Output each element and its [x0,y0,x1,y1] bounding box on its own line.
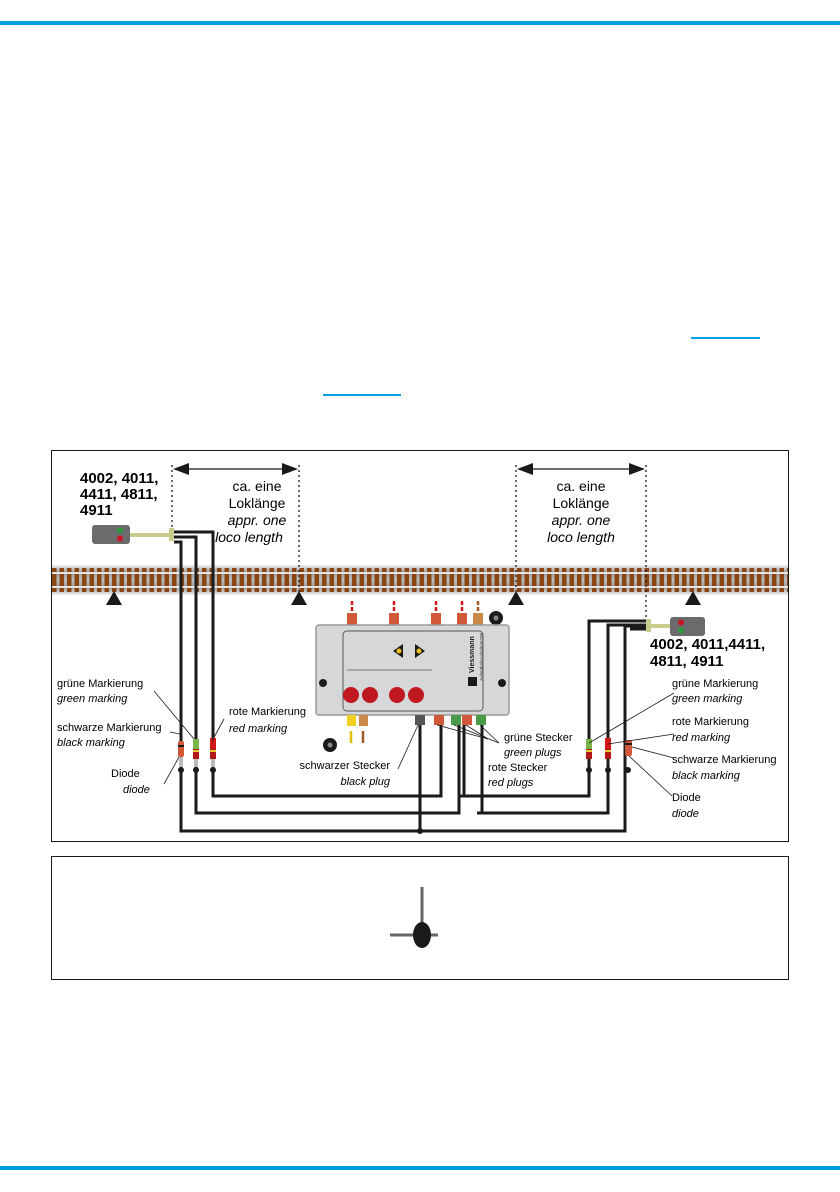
wiring-diagram: Viessmann Aufenthaltsschalter 5208 [51,450,789,842]
legend-box [51,856,789,980]
label-black-marking-en: black marking [57,737,126,749]
distance-label-en: loco length [215,529,283,545]
top-accent-rule [0,21,840,25]
label-red-marking: rote Markierung [672,716,749,728]
contact-marker [685,591,701,605]
distance-label-de: Loklänge [553,495,610,511]
label-black-marking: schwarze Markierung [57,722,162,734]
left-signal-models: 4411, 4811, [80,486,158,503]
module-brand: Viessmann [469,636,476,673]
distance-label-de: Loklänge [229,495,286,511]
module-button [362,687,378,703]
label-green-marking-en: green marking [57,693,128,705]
distance-label-de: ca. eine [232,478,281,494]
diagram-labels: 4002, 4011, 4411, 4811, 4911 ca. eine Lo… [57,470,777,820]
module-product-number: 5208 [479,632,484,643]
distance-arrow-left [173,463,298,475]
top-plugs [347,601,483,625]
hyperlink-underline [691,337,760,339]
mounting-hole [498,679,506,687]
left-signal-models: 4002, 4011, [80,470,158,487]
distance-label-de: ca. eine [556,478,605,494]
right-signal [646,617,705,636]
right-markings [586,738,632,773]
label-red-marking-en: red marking [229,723,288,735]
hyperlink-underline [323,394,401,396]
left-signal-models: 4911 [80,502,113,519]
label-diode: Diode [672,792,701,804]
junction-dot-icon [413,922,431,948]
label-black-plug-en: black plug [340,776,390,788]
switching-module: Viessmann Aufenthaltsschalter 5208 [315,601,510,752]
distance-label-en: loco length [547,529,615,545]
junction-dot [417,828,423,834]
track-contact-markers [106,591,701,605]
contact-marker [291,591,307,605]
distance-label-en: appr. one [552,512,611,528]
right-wiring [418,619,646,831]
label-black-marking-en: black marking [672,770,741,782]
mounting-hole [319,679,327,687]
measurement-guides [171,465,647,626]
module-button [343,687,359,703]
label-diode: Diode [111,768,140,780]
wiring-diagram-canvas: Viessmann Aufenthaltsschalter 5208 [52,463,788,834]
left-signal [92,525,174,544]
contact-marker [106,591,122,605]
module-button [389,687,405,703]
label-red-marking: rote Markierung [229,706,306,718]
junction-symbol [390,887,438,948]
label-green-plugs-en: green plugs [504,747,562,759]
track [52,565,788,595]
left-markings [178,738,216,773]
contact-marker [508,591,524,605]
distance-label-en: appr. one [228,512,287,528]
label-diode-en: diode [672,808,699,820]
label-leaders [153,690,675,797]
label-black-plug: schwarzer Stecker [300,760,391,772]
label-green-marking-en: green marking [672,693,743,705]
label-green-marking: grüne Markierung [57,678,143,690]
label-diode-en: diode [123,784,150,796]
label-red-plugs: rote Stecker [488,762,548,774]
label-red-plugs-en: red plugs [488,777,534,789]
label-red-marking-en: red marking [672,732,731,744]
right-signal-models: 4811, 4911 [650,653,723,670]
label-black-marking: schwarze Markierung [672,754,777,766]
distance-arrow-right [517,463,645,475]
module-button [408,687,424,703]
brand-logo-icon [468,677,477,686]
legend-canvas [390,887,438,948]
module-product-name: Aufenthaltsschalter [479,642,484,681]
bottom-accent-rule [0,1166,840,1170]
right-signal-models: 4002, 4011,4411, [650,636,765,653]
label-green-marking: grüne Markierung [672,678,758,690]
label-green-plugs: grüne Stecker [504,732,573,744]
